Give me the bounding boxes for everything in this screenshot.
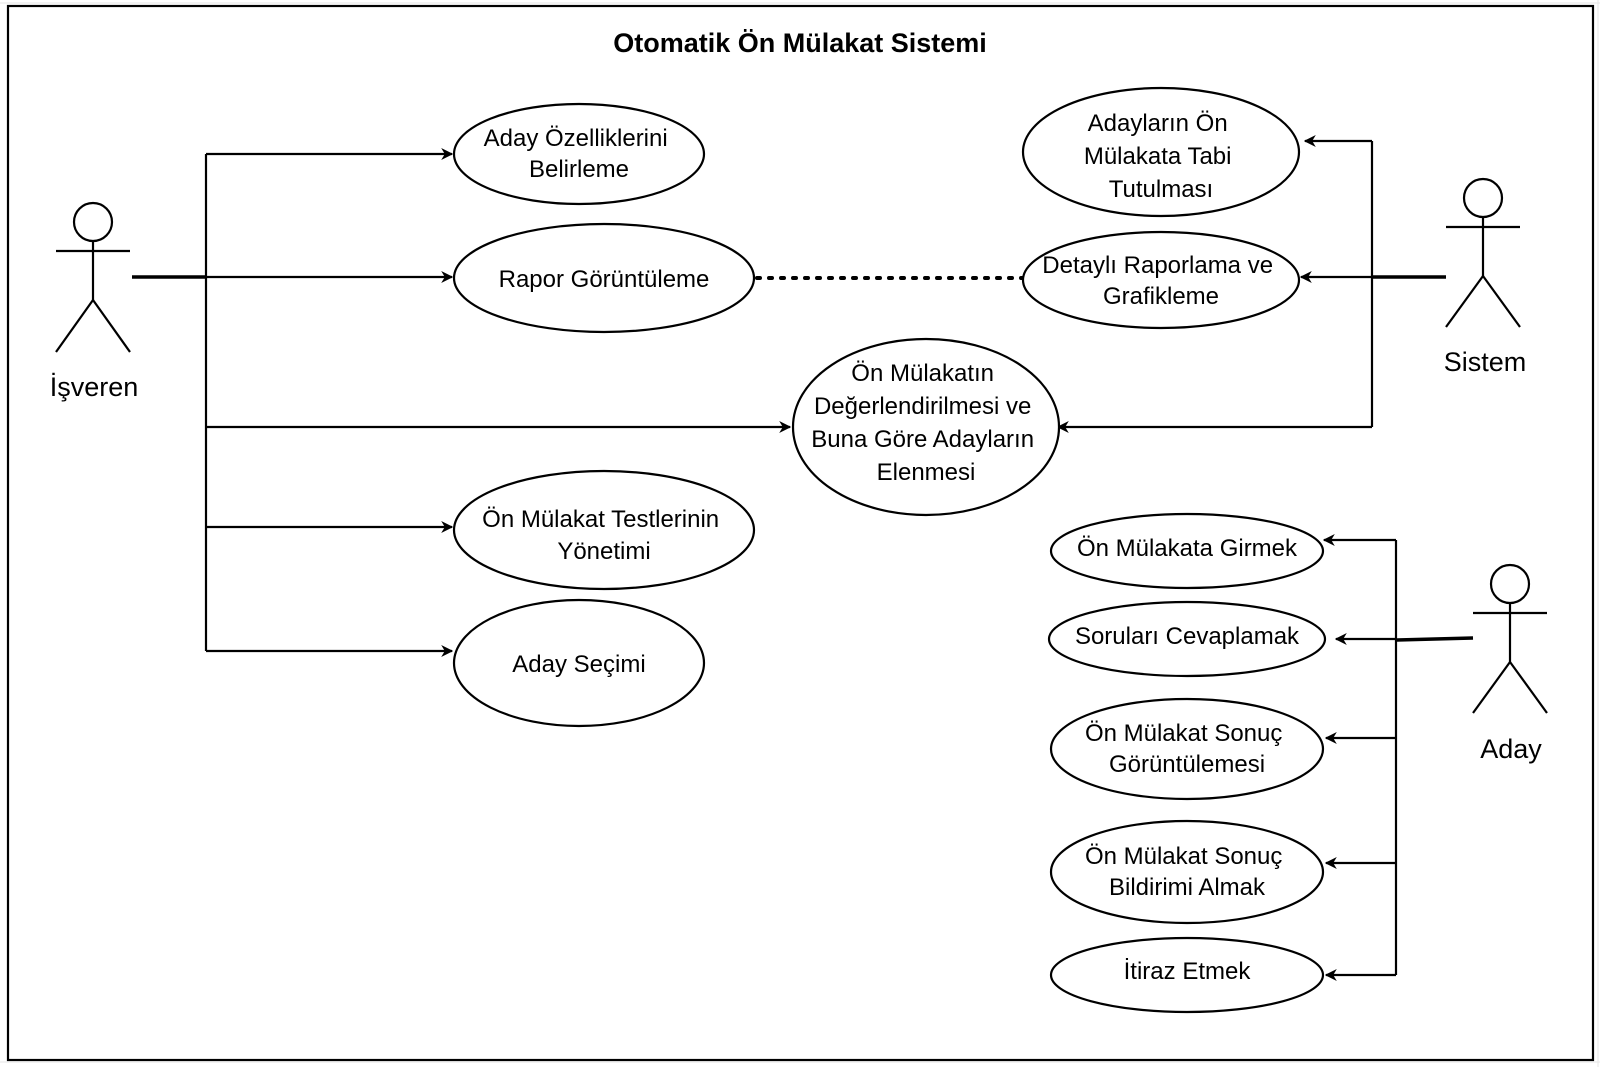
svg-text:Aday Özelliklerini Belir: Aday Özelliklerini Belirleme — [484, 125, 675, 183]
svg-text:Ön Mülakata Girmek: Ön Mülakata Girmek — [1077, 535, 1298, 562]
actor-aday[interactable]: Aday — [1472, 563, 1548, 764]
actor-isveren[interactable]: İşveren — [50, 201, 139, 402]
svg-text:Ön Mülakat Sonuç Görüntü: Ön Mülakat Sonuç Görüntülemesi — [1085, 720, 1289, 778]
use-case-sonuc-goruntulemesi[interactable]: Ön Mülakat Sonuç Görüntülemesi — [1049, 697, 1325, 801]
use-case-label-line: Ön Mülakat Testlerinin — [482, 506, 719, 533]
use-case-label-line: Görüntülemesi — [1109, 751, 1265, 778]
use-case-label-line: Belirleme — [529, 156, 629, 183]
use-case-label-line: Ön Mülakat Sonuç — [1085, 843, 1282, 870]
svg-text:Ön Mülakatın Değerlendir: Ön Mülakatın Değerlendirilmesi ve Buna G… — [811, 360, 1040, 486]
use-case-label-line: Elenmesi — [877, 459, 976, 486]
use-case-label-line: Buna Göre Adayların — [811, 426, 1034, 453]
use-case-label-line: İtiraz Etmek — [1124, 958, 1252, 985]
svg-text:Aday Seçimi: Aday Seçimi — [512, 651, 645, 678]
use-case-label-line: Ön Mülakat Sonuç — [1085, 720, 1282, 747]
actor-label: İşveren — [50, 371, 139, 402]
svg-text:Rapor Görüntüleme: Rapor Görüntüleme — [499, 266, 710, 293]
use-case-label-line: Tutulması — [1109, 176, 1213, 203]
use-case-sonuc-bildirimi[interactable]: Ön Mülakat Sonuç Bildirimi Almak — [1049, 819, 1325, 925]
svg-text:Detaylı Raporlama ve Gra: Detaylı Raporlama ve Grafikleme — [1042, 252, 1279, 310]
use-case-mulakata-girmek[interactable]: Ön Mülakata Girmek — [1049, 512, 1325, 590]
use-case-label-line: Yönetimi — [557, 538, 650, 565]
use-case-sorulari-cevaplamak[interactable]: Soruları Cevaplamak — [1047, 600, 1327, 678]
svg-text:Adayların Ön Mülakata Ta: Adayların Ön Mülakata Tabi Tutulması — [1084, 110, 1238, 203]
svg-text:Soruları Cevaplamak: Soruları Cevaplamak — [1075, 623, 1300, 650]
stick-figure-icon — [1472, 563, 1548, 714]
svg-text:Ön Mülakat Testlerinin Y: Ön Mülakat Testlerinin Yönetimi — [482, 506, 726, 565]
svg-text:İtiraz Etmek: İtiraz Etmek — [1124, 958, 1252, 985]
aday-connectors — [1322, 534, 1474, 981]
use-case-degerlendirme[interactable]: Ön Mülakatın Değerlendirilmesi ve Buna G… — [791, 337, 1061, 517]
stick-figure-icon — [55, 201, 131, 353]
system-boundary — [6, 4, 1595, 1062]
actor-label: Aday — [1480, 734, 1542, 764]
use-case-detayli-raporlama[interactable]: Detaylı Raporlama ve Grafikleme — [1021, 230, 1301, 330]
use-case-label-line: Soruları Cevaplamak — [1075, 623, 1300, 650]
use-case-label-line: Ön Mülakata Girmek — [1077, 535, 1298, 562]
use-case-label-line: Grafikleme — [1103, 283, 1219, 310]
use-case-label-line: Rapor Görüntüleme — [499, 266, 710, 293]
diagram-title: Otomatik Ön Mülakat Sistemi — [613, 28, 987, 58]
use-case-itiraz-etmek[interactable]: İtiraz Etmek — [1049, 936, 1325, 1014]
actor-label: Sistem — [1444, 347, 1527, 377]
use-case-label-line: Detaylı Raporlama ve — [1042, 252, 1273, 279]
use-case-label-line: Adayların Ön — [1088, 110, 1228, 137]
use-case-aday-secimi[interactable]: Aday Seçimi — [452, 598, 706, 728]
sistem-connectors — [1056, 135, 1446, 433]
use-case-label-line: Bildirimi Almak — [1109, 874, 1266, 901]
svg-text:Ön Mülakat Sonuç Bildiri: Ön Mülakat Sonuç Bildirimi Almak — [1085, 843, 1289, 901]
use-case-label-line: Aday Özelliklerini — [484, 125, 668, 152]
use-case-aday-ozellikleri[interactable]: Aday Özelliklerini Belirleme — [452, 102, 706, 206]
use-case-on-mulakata-tabi[interactable]: Adayların Ön Mülakata Tabi Tutulması — [1021, 86, 1301, 218]
use-case-rapor-goruntuleme[interactable]: Rapor Görüntüleme — [452, 222, 756, 334]
use-case-label-line: Değerlendirilmesi ve — [814, 393, 1031, 420]
actor-sistem[interactable]: Sistem — [1444, 177, 1527, 377]
isveren-connectors — [132, 148, 792, 657]
use-case-label-line: Aday Seçimi — [512, 651, 645, 678]
use-case-test-yonetimi[interactable]: Ön Mülakat Testlerinin Yönetimi — [452, 469, 756, 591]
use-case-label-line: Ön Mülakatın — [851, 360, 994, 387]
use-case-label-line: Mülakata Tabi — [1084, 143, 1232, 170]
stick-figure-icon — [1445, 177, 1521, 328]
